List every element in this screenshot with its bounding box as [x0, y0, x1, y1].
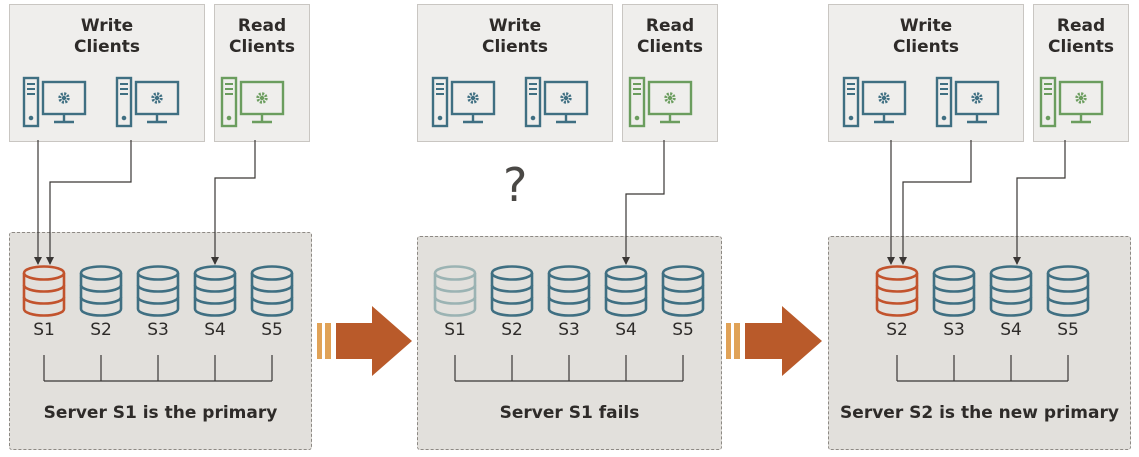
write-client-pc-icon	[22, 76, 87, 128]
read-client-pc-icon	[220, 76, 285, 128]
database-icon	[989, 265, 1033, 317]
server-label: S3	[943, 320, 965, 340]
write-client-pc-icon	[524, 76, 589, 128]
server-label: S4	[1000, 320, 1022, 340]
read-client-pc-icon	[628, 76, 693, 128]
read-client-pc-icon	[1039, 76, 1104, 128]
server-label: S3	[147, 320, 169, 340]
caption: Server S2 is the new primary	[840, 403, 1119, 423]
server-label: S2	[501, 320, 523, 340]
server-label: S2	[886, 320, 908, 340]
database-primary-icon	[22, 265, 66, 317]
server-label: S5	[1057, 320, 1079, 340]
server-label: S4	[615, 320, 637, 340]
server-label: S1	[33, 320, 55, 340]
database-icon	[136, 265, 180, 317]
server-label: S1	[444, 320, 466, 340]
database-icon	[604, 265, 648, 317]
write-client-pc-icon	[935, 76, 1000, 128]
database-icon	[661, 265, 705, 317]
caption: Server S1 is the primary	[43, 403, 278, 423]
database-icon	[1046, 265, 1090, 317]
server-label: S5	[261, 320, 283, 340]
transition-arrow-icon	[726, 306, 822, 376]
connector-lines	[34, 140, 1066, 265]
server-group: Server S1 fails	[417, 236, 722, 450]
database-primary-icon	[875, 265, 919, 317]
database-icon	[490, 265, 534, 317]
server-label: S5	[672, 320, 694, 340]
server-label: S4	[204, 320, 226, 340]
database-icon	[79, 265, 123, 317]
write-client-pc-icon	[431, 76, 496, 128]
database-icon	[547, 265, 591, 317]
database-failed-icon	[433, 265, 477, 317]
transition-arrow-icon	[317, 306, 412, 376]
server-label: S3	[558, 320, 580, 340]
caption: Server S1 fails	[499, 403, 640, 423]
server-label: S2	[90, 320, 112, 340]
write-client-pc-icon	[842, 76, 907, 128]
question-mark-icon: ?	[503, 158, 528, 212]
server-bus	[43, 355, 1069, 382]
write-client-pc-icon	[115, 76, 180, 128]
database-icon	[932, 265, 976, 317]
database-icon	[193, 265, 237, 317]
database-icon	[250, 265, 294, 317]
